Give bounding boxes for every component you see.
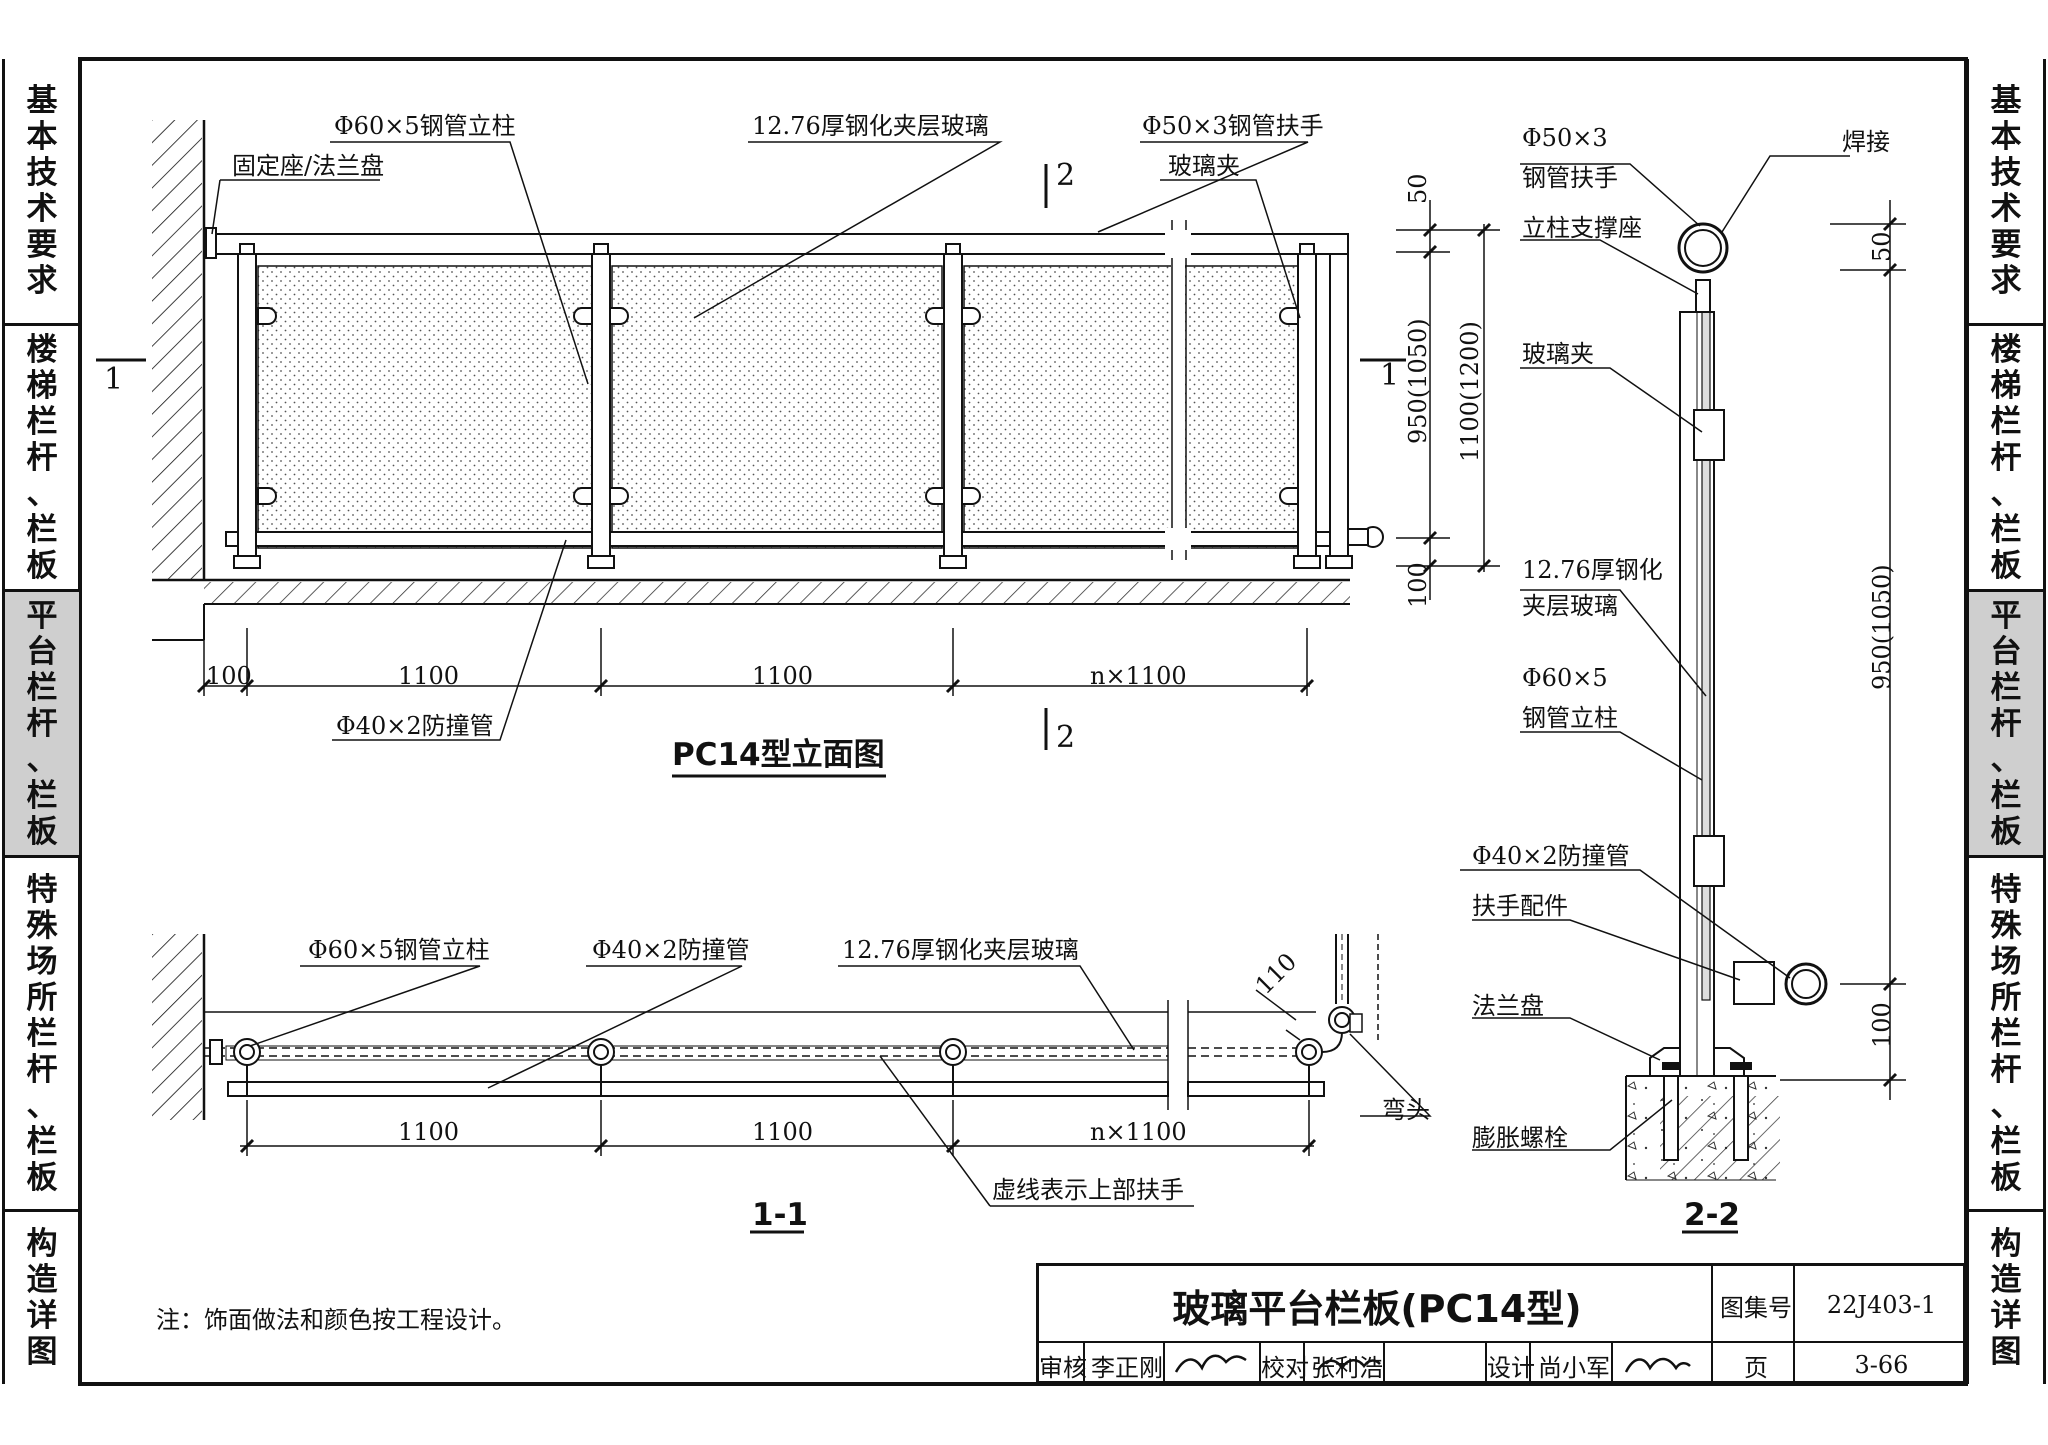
signature-marks [1174,1354,1691,1373]
elevation-base-label: 固定座/法兰盘 [232,152,385,180]
sidebar-item-details[interactable]: 构造详图 [26,1226,58,1370]
section-post-label-2: 钢管立柱 [1522,704,1618,732]
elevation-title: PC14型立面图 [672,737,885,773]
title-block: 玻璃平台栏板(PC14型) 图集号 22J403-1 审核 李正刚 校对 张利浩… [1036,1263,1966,1384]
glass-clips [257,307,1299,505]
note-text: 注：饰面做法和颜色按工程设计。 [156,1306,516,1334]
section-glass-label-1: 12.76厚钢化 [1522,556,1663,584]
dim-span-1: 1100 [398,662,460,690]
elevation-handrail-label: Φ50×3钢管扶手 [1142,112,1324,140]
section-title: 2-2 [1684,1197,1741,1233]
section-clip-label: 玻璃夹 [1522,340,1594,368]
plan-dashed-label: 虚线表示上部扶手 [992,1176,1184,1204]
sidebar-item-platform-railings[interactable]: 平台栏杆、栏板 [5,592,79,858]
sidebar-item-platform-railings[interactable]: 平台栏杆、栏板 [1969,592,2043,858]
plan-post-label: Φ60×5钢管立柱 [308,936,490,964]
glass-panel [257,265,593,549]
section-vdim-top: 50 [1868,231,1896,262]
section-bolt-label: 膨胀螺栓 [1472,1124,1568,1152]
section-view [1460,155,1906,1234]
section-vdim-base: 100 [1868,1002,1896,1048]
dim-end: 100 [206,662,252,690]
review-label: 审核 [1039,1353,1087,1382]
section-handrail-label-2: 钢管扶手 [1522,164,1618,192]
section-mark-2-bottom: 2 [1056,720,1076,755]
section-weld-label: 焊接 [1842,128,1890,156]
check-label: 校对 [1261,1353,1309,1382]
sidebar-left: 基本技术要求 楼梯栏杆、栏板 平台栏杆、栏板 特殊场所栏杆、栏板 构造详图 [2,59,82,1384]
designer-name: 尚小军 [1538,1353,1610,1382]
plan-view [152,934,1432,1234]
atlas-number: 22J403-1 [1826,1291,1937,1319]
dim-span-2: 1100 [752,662,814,690]
drawing-title: 玻璃平台栏板(PC14型) [1172,1286,1582,1331]
section-handrail-label-1: Φ50×3 [1522,124,1608,152]
section-mark-1-right: 1 [1380,358,1400,393]
plan-elbow-label: 弯头 [1382,1096,1430,1124]
page-number: 3-66 [1854,1351,1909,1379]
plan-guard-label: Φ40×2防撞管 [592,936,750,964]
elevation-guard-label: Φ40×2防撞管 [336,712,494,740]
plan-dim-span-2: 1100 [752,1118,814,1146]
sidebar-item-details[interactable]: 构造详图 [1990,1226,2022,1370]
plan-glass-label: 12.76厚钢化夹层玻璃 [842,936,1079,964]
elevation-view [96,120,1500,778]
plan-dim-span-1: 1100 [398,1118,460,1146]
plan-title: 1-1 [752,1197,809,1233]
plan-dim-span-n: n×1100 [1090,1118,1187,1146]
section-mark-2-top: 2 [1056,158,1076,193]
sidebar-item-stair-railings[interactable]: 楼梯栏杆、栏板 [5,326,79,592]
vdim-mid: 950(1050) [1404,318,1432,444]
section-post-label-1: Φ60×5 [1522,664,1608,692]
section-flange-label: 法兰盘 [1472,992,1544,1020]
sidebar-item-stair-railings[interactable]: 楼梯栏杆、栏板 [1969,326,2043,592]
sidebar-item-basic-requirements[interactable]: 基本技术要求 [1969,59,2043,326]
elevation-post-label: Φ60×5钢管立柱 [334,112,516,140]
section-guard-label: Φ40×2防撞管 [1472,842,1630,870]
glass-panel [611,265,943,549]
elevation-glass-label: 12.76厚钢化夹层玻璃 [752,112,989,140]
vdim-total: 1100(1200) [1456,321,1484,462]
elevation-clip-label: 玻璃夹 [1168,152,1240,180]
section-fitting-label: 扶手配件 [1472,892,1568,920]
section-support-label: 立柱支撑座 [1522,214,1642,242]
reviewer-name: 李正刚 [1091,1353,1163,1382]
design-label: 设计 [1487,1353,1535,1382]
section-mark-1-left: 1 [104,362,124,397]
glass-panel [963,265,1299,549]
sidebar-item-special-railings[interactable]: 特殊场所栏杆、栏板 [5,858,79,1212]
dim-span-n: n×1100 [1090,662,1187,690]
posts [233,243,1353,569]
vdim-base: 100 [1404,562,1432,608]
page-label: 页 [1744,1353,1768,1382]
section-glass-label-2: 夹层玻璃 [1522,592,1618,620]
section-vdim-mid: 950(1050) [1868,564,1896,690]
atlas-label: 图集号 [1720,1293,1792,1322]
title-block-grid [1036,1263,1966,1384]
checker-name: 张利浩 [1311,1353,1383,1382]
vdim-top: 50 [1404,173,1432,204]
sidebar-item-basic-requirements[interactable]: 基本技术要求 [5,59,79,326]
sidebar-item-special-railings[interactable]: 特殊场所栏杆、栏板 [1969,858,2043,1212]
sidebar-right: 基本技术要求 楼梯栏杆、栏板 平台栏杆、栏板 特殊场所栏杆、栏板 构造详图 [1966,59,2046,1384]
